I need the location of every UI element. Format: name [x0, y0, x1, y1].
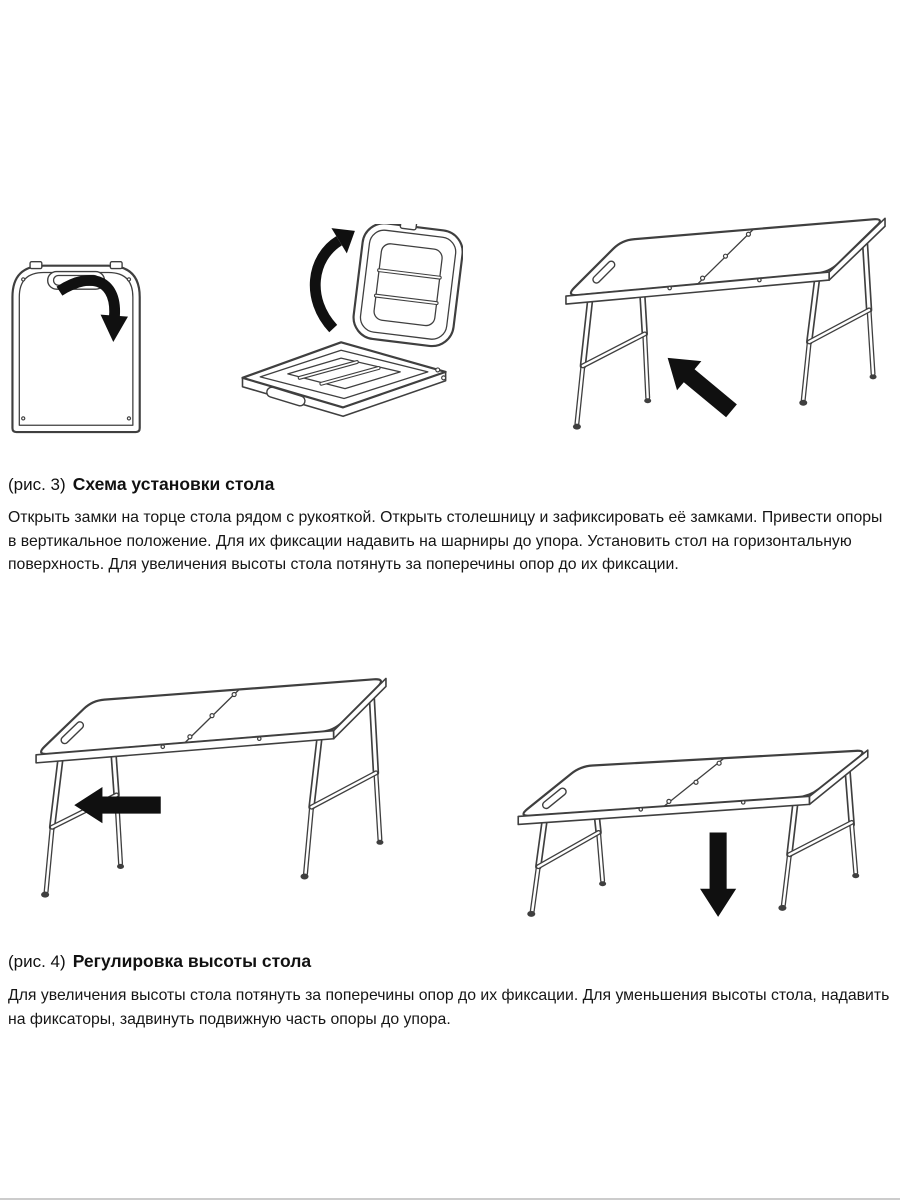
figure3-caption-prefix: (рис. 3): [8, 475, 66, 494]
case-base: [241, 341, 447, 418]
leg-frame-left: [572, 246, 652, 430]
illustration-table-full-height: [22, 636, 394, 943]
handle-slot: [541, 787, 567, 810]
handle-slot: [592, 260, 616, 284]
figure3-caption: (рис. 3) Схема установки стола: [8, 474, 274, 495]
pull-arrow-icon: [74, 787, 161, 824]
folded-leg-frame: [373, 243, 443, 327]
case-lid: [352, 219, 464, 348]
tabletop: [565, 217, 886, 305]
table-full-height-drawing: [35, 677, 387, 898]
figure4-instructions: Для увеличения высоты стола потянуть за …: [8, 987, 890, 1028]
table-lowered-drawing: [517, 749, 869, 917]
opened-case-drawing: [241, 219, 464, 418]
tabletop: [517, 749, 869, 826]
figure4-caption-prefix: (рис. 4): [8, 952, 66, 971]
assembled-table-drawing: [565, 217, 886, 430]
open-direction-arrow-icon: [56, 275, 128, 343]
handle: [266, 386, 306, 407]
figure4-caption: (рис. 4) Регулировка высоты стола: [8, 951, 311, 972]
figure3-caption-title: Схема установки стола: [72, 474, 275, 494]
tabletop: [35, 677, 387, 764]
figure4-caption-title: Регулировка высоты стола: [72, 951, 312, 971]
leg-frame-right: [778, 768, 860, 911]
latch-left: [29, 261, 43, 270]
lift-arrow-icon: [667, 357, 737, 418]
handle-slot: [60, 721, 85, 745]
latch-right: [109, 261, 123, 270]
leg-frame-right: [300, 695, 384, 880]
illustration-assembled-table: [550, 166, 894, 471]
leg-frame-right: [799, 240, 877, 406]
page-bottom-edge: [0, 1198, 900, 1200]
illustration-folded-case: [6, 250, 154, 441]
open-direction-arrow-icon: [309, 228, 355, 333]
figure3-instructions: Открыть замки на торце стола рядом с рук…: [8, 509, 883, 574]
illustration-table-lowered: [502, 720, 884, 951]
illustration-opened-case: [233, 219, 464, 441]
push-down-arrow-icon: [700, 832, 737, 917]
folded-case-drawing: [11, 261, 141, 434]
